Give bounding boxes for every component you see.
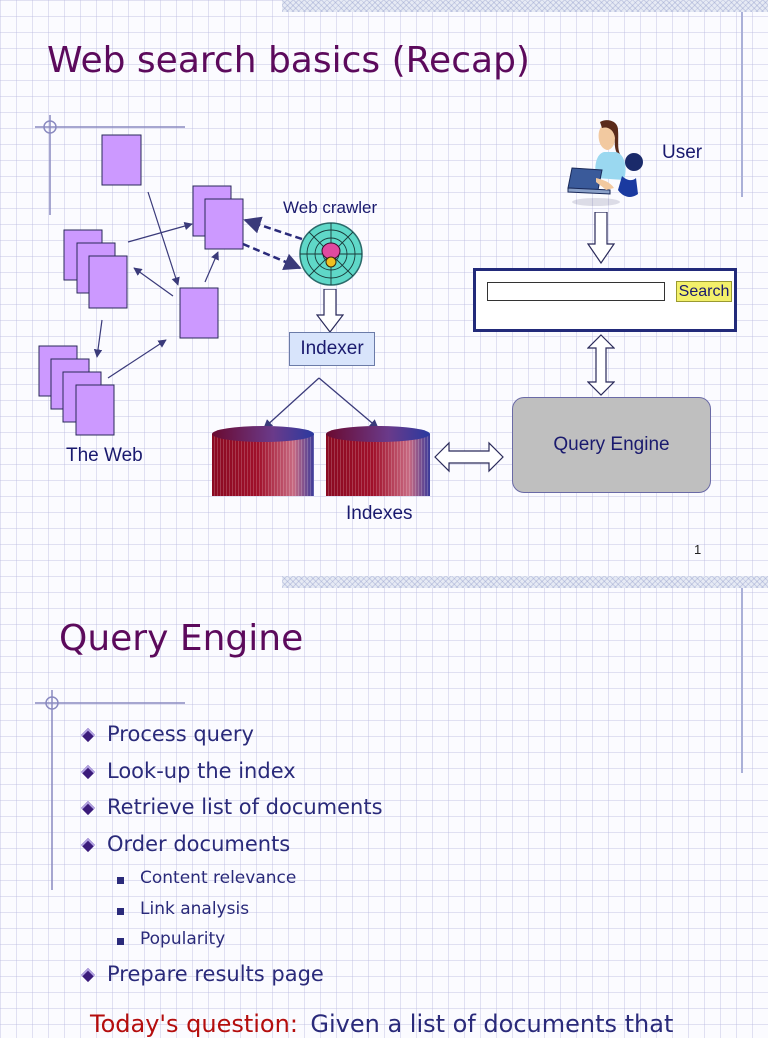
user-label: User (662, 142, 703, 163)
query-engine-box: Query Engine (512, 397, 711, 493)
slide1-top-band (282, 0, 768, 12)
search-button[interactable]: Search (676, 281, 732, 302)
slide-number: 1 (694, 542, 702, 557)
partial-question-line: Today's question: Given a list of docume… (90, 1010, 673, 1038)
slide1-corner-decoration (35, 115, 185, 215)
square-bullet-icon (117, 908, 124, 915)
question-text: Given a list of documents that (310, 1010, 674, 1038)
square-bullet-icon (117, 877, 124, 884)
slide1-right-rule (741, 12, 743, 197)
web-page (204, 198, 244, 250)
bullet-lookup-index: Look-up the index (107, 759, 296, 783)
diamond-bullet-icon (80, 800, 96, 816)
bidirectional-arrow-horizontal (434, 441, 504, 473)
diamond-bullet-icon (80, 967, 96, 983)
search-input[interactable] (487, 282, 665, 301)
indexes-cylinders (212, 426, 430, 496)
user-down-arrow (587, 212, 615, 264)
web-graph-diagram (38, 134, 303, 436)
sub-bullet-link-analysis: Link analysis (140, 899, 250, 919)
web-page (75, 384, 115, 436)
crawler-arrow (242, 242, 302, 270)
web-page (88, 255, 128, 309)
index-cylinder (212, 426, 314, 496)
slide2-right-rule (741, 588, 743, 773)
link-arrow (147, 191, 180, 286)
link-arrow (204, 251, 219, 283)
slide1-title: Web search basics (Recap) (47, 40, 530, 81)
index-cylinder (326, 426, 430, 496)
down-block-arrow (316, 289, 344, 333)
indexer-to-indexes-arrows (263, 377, 379, 429)
link-arrow (93, 319, 103, 358)
link-arrow (127, 222, 193, 243)
diamond-bullet-icon (80, 764, 96, 780)
bullet-retrieve-list: Retrieve list of documents (107, 795, 383, 819)
crawler-spider-icon (299, 222, 363, 286)
bullet-prepare-results: Prepare results page (107, 962, 324, 986)
the-web-label: The Web (66, 445, 143, 466)
search-panel: Search (473, 268, 737, 332)
link-arrow (133, 267, 174, 297)
sub-bullet-popularity: Popularity (140, 929, 226, 949)
web-page (101, 134, 142, 186)
slide2-top-band (282, 576, 768, 588)
link-arrow (107, 339, 167, 379)
slide2-corner-decoration (35, 690, 185, 890)
slide2-title: Query Engine (59, 618, 304, 659)
bullet-process-query: Process query (107, 722, 254, 746)
user-at-laptop-icon (567, 120, 643, 206)
indexer-box: Indexer (289, 332, 375, 366)
web-crawler-label: Web crawler (283, 198, 378, 217)
sub-bullet-content-relevance: Content relevance (140, 868, 297, 888)
web-page (179, 287, 219, 339)
diamond-bullet-icon (80, 727, 96, 743)
crawler-arrow (243, 216, 303, 241)
bullet-order-documents: Order documents (107, 832, 291, 856)
bidirectional-arrow-vertical (587, 334, 615, 396)
diamond-bullet-icon (80, 837, 96, 853)
indexes-label: Indexes (346, 503, 413, 524)
square-bullet-icon (117, 938, 124, 945)
todays-question-label: Today's question: (90, 1010, 298, 1038)
